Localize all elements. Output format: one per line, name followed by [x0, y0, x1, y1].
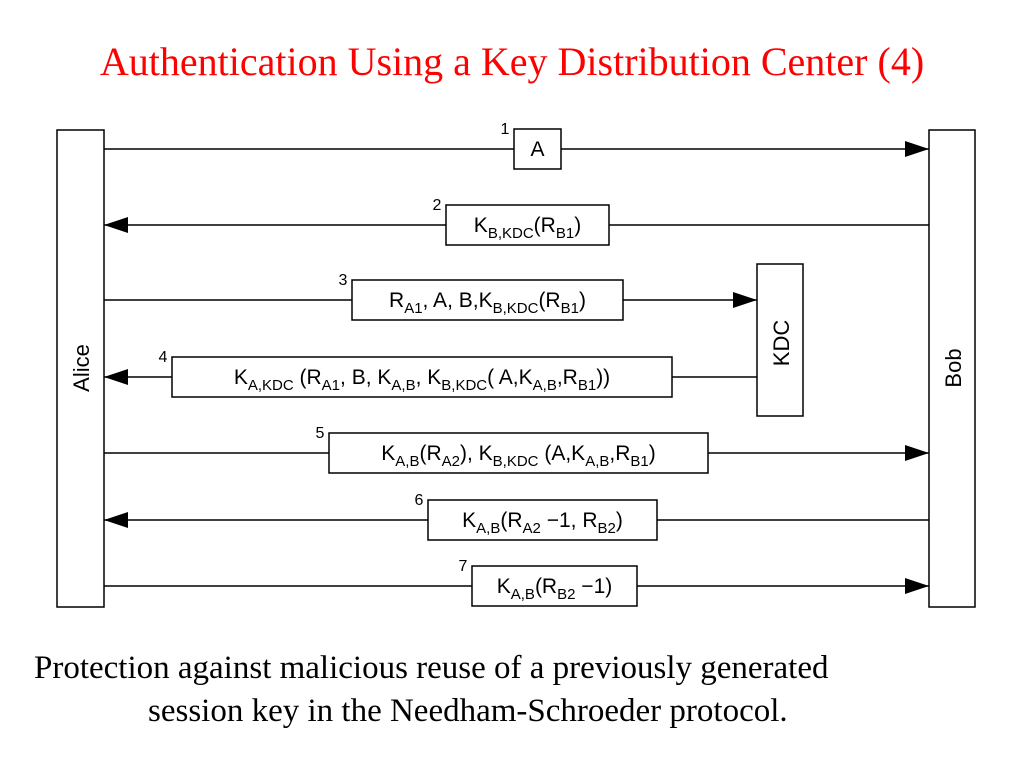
message-7: 7KA,B(RB2 −1) [104, 558, 929, 607]
subscript: A2 [442, 453, 460, 470]
subscript: B1 [630, 453, 648, 470]
message-label: KA,KDC (RA1, B, KA,B, KB,KDC( A,KA,B,RB1… [234, 366, 610, 394]
label-text: , B, K [340, 366, 391, 389]
label-text: R [389, 289, 404, 312]
label-text: K [381, 442, 395, 465]
label-text: )) [596, 366, 610, 389]
subscript: B,KDC [441, 377, 487, 394]
label-text: (R [294, 366, 322, 389]
kdc-label: KDC [769, 320, 794, 367]
label-text: (R [534, 214, 556, 237]
alice-box: Alice [56, 129, 105, 608]
label-text: −1, R [541, 509, 598, 532]
message-box [171, 356, 673, 398]
label-text: ,R [609, 442, 630, 465]
label-text: K [474, 214, 488, 237]
subscript: B2 [557, 586, 575, 603]
label-text: K [234, 366, 248, 389]
message-label: KA,B(RA2), KB,KDC (A,KA,B,RB1) [381, 442, 655, 470]
label-text: −1) [575, 575, 612, 598]
subscript: A1 [322, 377, 340, 394]
message-number: 1 [501, 121, 510, 138]
message-number: 5 [316, 425, 325, 442]
message-label: A [530, 138, 544, 161]
message-number: 3 [339, 272, 348, 289]
label-text: (R [500, 509, 522, 532]
subscript: A,B [585, 453, 609, 470]
message-1: 1A [104, 121, 929, 170]
message-label: KB,KDC(RB1) [474, 214, 581, 242]
label-text: ( A,K [487, 366, 533, 389]
message-number: 6 [415, 492, 424, 509]
message-number: 7 [459, 558, 468, 575]
label-text: K [462, 509, 476, 532]
label-text: ) [574, 214, 581, 237]
message-4: 4KA,KDC (RA1, B, KA,B, KB,KDC( A,KA,B,RB… [104, 349, 757, 398]
subscript: A1 [404, 300, 422, 317]
message-2: 2KB,KDC(RB1) [104, 197, 929, 246]
label-text: (A,K [539, 442, 586, 465]
message-label: KA,B(RA2 −1, RB2) [462, 509, 623, 537]
slide-title: Authentication Using a Key Distribution … [99, 39, 925, 84]
caption-line-2: session key in the Needham-Schroeder pro… [148, 693, 788, 729]
message-box [328, 432, 709, 474]
subscript: A,B [395, 453, 419, 470]
label-text: ,R [557, 366, 578, 389]
subscript: A,B [533, 377, 557, 394]
label-text: K [497, 575, 511, 598]
message-6: 6KA,B(RA2 −1, RB2) [104, 492, 929, 541]
bob-box: Bob [928, 129, 976, 608]
subscript: B,KDC [493, 453, 539, 470]
message-label: RA1, A, B,KB,KDC(RB1) [389, 289, 586, 317]
label-text: ) [616, 509, 623, 532]
label-text: (R [535, 575, 557, 598]
subscript: A,B [476, 520, 500, 537]
message-number: 4 [159, 349, 168, 366]
label-text: ), K [460, 442, 493, 465]
message-box [351, 279, 624, 321]
subscript: A,B [391, 377, 415, 394]
label-text: ) [579, 289, 586, 312]
subscript: B,KDC [488, 225, 534, 242]
message-5: 5KA,B(RA2), KB,KDC (A,KA,B,RB1) [104, 425, 929, 474]
slide-caption: Protection against malicious reuse of a … [34, 647, 1004, 733]
message-box [427, 499, 658, 541]
message-box [513, 128, 562, 170]
label-text: ) [649, 442, 656, 465]
subscript: B1 [561, 300, 579, 317]
message-box [471, 565, 638, 607]
bob-label: Bob [941, 348, 966, 387]
subscript: A,KDC [248, 377, 294, 394]
label-text: (R [538, 289, 560, 312]
subscript: B1 [556, 225, 574, 242]
kdc-box: KDC [756, 263, 804, 417]
message-label: KA,B(RB2 −1) [497, 575, 613, 603]
subscript: B,KDC [493, 300, 539, 317]
subscript: B2 [598, 520, 616, 537]
label-text: , A, B,K [423, 289, 493, 312]
subscript: B1 [578, 377, 596, 394]
label-text: , K [416, 366, 442, 389]
message-number: 2 [433, 197, 442, 214]
label-text: (R [419, 442, 441, 465]
subscript: A2 [523, 520, 541, 537]
label-text: A [530, 138, 544, 161]
caption-line-1: Protection against malicious reuse of a … [34, 650, 829, 686]
subscript: A,B [511, 586, 535, 603]
alice-label: Alice [69, 344, 94, 392]
message-box [445, 204, 610, 246]
